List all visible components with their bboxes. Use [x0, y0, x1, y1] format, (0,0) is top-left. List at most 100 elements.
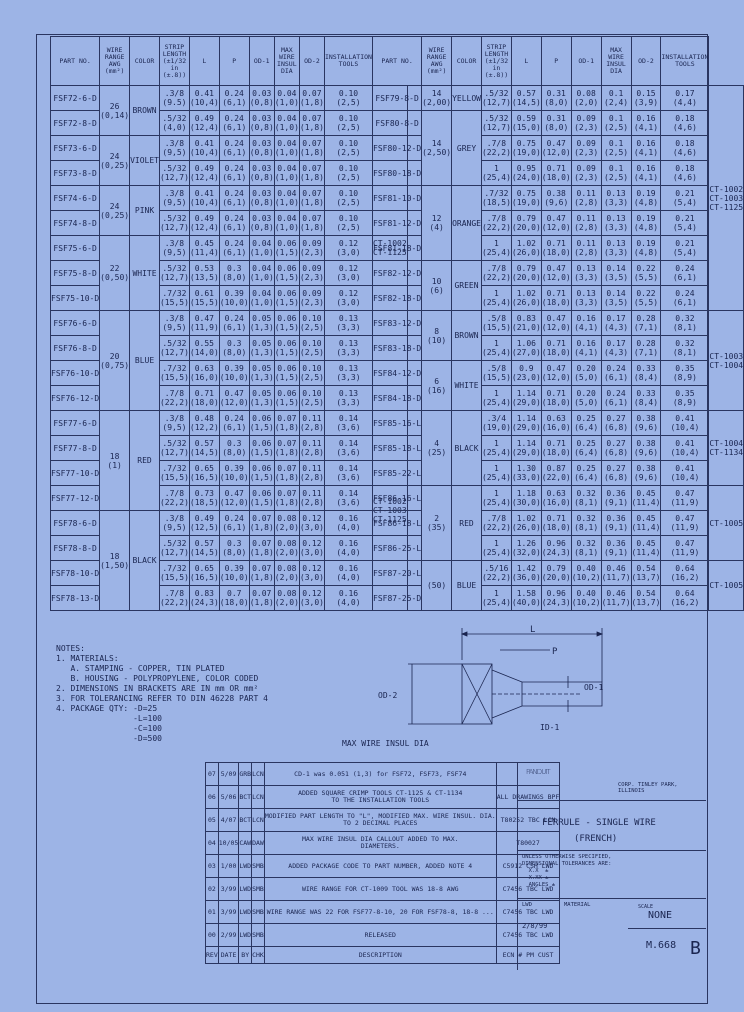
- part-number: FSF83-12-D: [371, 310, 423, 336]
- value-cell: 0.13(3,3): [600, 185, 632, 211]
- value-cell: 0.27(6,8): [600, 435, 632, 461]
- value-cell: 0.65(16,5): [188, 460, 220, 486]
- wire-range: 14(2,50): [421, 110, 453, 186]
- value-cell: 0.41(10,4): [660, 460, 710, 486]
- part-number: FSF73-6-D: [49, 135, 101, 161]
- value-cell: 0.21(5,4): [660, 185, 710, 211]
- value-cell: 0.10(2,5): [323, 210, 373, 236]
- scale-value: NONE: [648, 910, 673, 921]
- drawn-by: LWD: [522, 902, 532, 908]
- value-cell: 0.10(2,5): [323, 110, 373, 136]
- value-cell: 0.25(6,4): [570, 435, 602, 461]
- table-header: STRIP LENGTH (±1/32 in (±.8)): [158, 36, 190, 86]
- table-header: MAX WIRE INSUL DIA: [273, 36, 300, 86]
- part-number: FSF85-18-L: [371, 435, 423, 461]
- value-cell: 0.41(10,4): [660, 410, 710, 436]
- revision-cell: T80252 TBC LCN: [495, 808, 561, 832]
- value-cell: 0.79(20,0): [510, 260, 542, 286]
- value-cell: 0.64(16,2): [660, 560, 710, 586]
- value-cell: 0.13(3,3): [323, 360, 373, 386]
- value-cell: 0.24(6,1): [660, 260, 710, 286]
- value-cell: 0.10(2,5): [323, 85, 373, 111]
- value-cell: 0.49(12,4): [188, 110, 220, 136]
- value-cell: 0.07(1,8): [298, 210, 325, 236]
- installation-tools: CT-1005: [708, 560, 744, 611]
- value-cell: 0.17(4,4): [660, 85, 710, 111]
- table-row: FSF77-8-D.5/32(12,7)0.57(14,5)0.3(8,0)0.…: [49, 435, 408, 461]
- value-cell: 0.09(2,3): [298, 235, 325, 261]
- value-cell: 0.71(18,0): [540, 435, 572, 461]
- wire-range: 24(0,25): [99, 135, 131, 186]
- value-cell: .7/8(22,2): [480, 135, 512, 161]
- revision-cell: SMB: [251, 900, 265, 924]
- value-cell: .3/8(9,5): [158, 410, 190, 436]
- part-number: FSF84-18-D: [371, 385, 423, 411]
- value-cell: 0.47(12,0): [540, 360, 572, 386]
- value-cell: 0.10(2,5): [298, 385, 325, 411]
- value-cell: 0.45(11,4): [188, 235, 220, 261]
- value-cell: 0.57(14,5): [510, 85, 542, 111]
- value-cell: 0.24(6,1): [218, 310, 250, 336]
- value-cell: 0.41(10,4): [188, 135, 220, 161]
- note-line: 2. DIMENSIONS IN BRACKETS ARE IN mm OR m…: [56, 684, 259, 693]
- revision-cell: LWD: [238, 877, 253, 901]
- value-cell: 0.24(6,1): [218, 210, 250, 236]
- value-cell: 0.06(1,5): [273, 285, 300, 311]
- value-cell: 0.07(1,8): [298, 185, 325, 211]
- value-cell: 0.03(0,8): [248, 160, 275, 186]
- value-cell: .3/8(9,5): [158, 135, 190, 161]
- value-cell: 0.57(14,5): [188, 535, 220, 561]
- value-cell: .7/32(15,5): [158, 560, 190, 586]
- part-number: FSF76-12-D: [49, 385, 101, 411]
- color-cell: BROWN: [451, 310, 482, 361]
- table-header: WIRE RANGE AWG (mm²): [421, 36, 453, 86]
- value-cell: 0.17(4,3): [600, 335, 632, 361]
- revision-cell: 02: [205, 877, 219, 901]
- revision-cell: SMB: [251, 923, 265, 947]
- value-cell: 0.21(5,4): [660, 210, 710, 236]
- color-cell: BLACK: [451, 410, 482, 486]
- color-cell: VIOLET: [129, 135, 160, 186]
- value-cell: 1.14(29,0): [510, 385, 542, 411]
- value-cell: 0.24(6,1): [218, 135, 250, 161]
- value-cell: 0.03(0,8): [248, 135, 275, 161]
- value-cell: 0.07(1,8): [298, 85, 325, 111]
- revision-cell: C5912 CSH LWD: [495, 854, 561, 878]
- value-cell: 1(25,4): [480, 535, 512, 561]
- table-row: FSF74-8-D.5/32(12,7)0.49(12,4)0.24(6,1)0…: [49, 210, 408, 236]
- part-number: FSF80-12-D: [371, 135, 423, 161]
- value-cell: 0.31(8,0): [540, 110, 572, 136]
- value-cell: 1(25,4): [480, 160, 512, 186]
- revision-cell: WIRE RANGE WAS 22 FOR FSF77-8-10, 20 FOR…: [263, 900, 497, 924]
- part-number: FSF76-8-D: [49, 335, 101, 361]
- value-cell: 0.36(9,1): [600, 485, 632, 511]
- value-cell: 0.12(3,0): [298, 535, 325, 561]
- table-header: COLOR: [129, 36, 160, 86]
- table-row: FSF75-8-D.5/32(12,7)0.53(13,5)0.3(8,0)0.…: [49, 260, 408, 286]
- value-cell: 1.18(30,0): [510, 485, 542, 511]
- value-cell: 0.49(12,4): [188, 210, 220, 236]
- table-header: OD-1: [248, 36, 275, 86]
- value-cell: 0.07(1,8): [248, 585, 275, 611]
- value-cell: .7/32(15,5): [158, 285, 190, 311]
- revision-cell: SMB: [251, 877, 265, 901]
- value-cell: 0.75(19,0): [510, 135, 542, 161]
- value-cell: 0.18(4,6): [660, 135, 710, 161]
- color-cell: RED: [129, 410, 160, 511]
- value-cell: 0.09(2,3): [298, 260, 325, 286]
- color-cell: WHITE: [129, 235, 160, 311]
- value-cell: 0.09(2,3): [298, 285, 325, 311]
- table-header: WIRE RANGE AWG (mm²): [99, 36, 131, 86]
- revision-cell: CHK: [251, 946, 265, 964]
- value-cell: 0.07(1,8): [248, 510, 275, 536]
- revision-cell: MAX WIRE INSUL DIA CALLOUT ADDED TO MAX.…: [263, 831, 497, 855]
- value-cell: 1.42(36,0): [510, 560, 542, 586]
- value-cell: 0.55(14,0): [188, 335, 220, 361]
- note-line: B. HOUSING - POLYPROPYLENE, COLOR CODED: [56, 674, 259, 683]
- value-cell: 0.16(4,0): [323, 510, 373, 536]
- value-cell: 0.47(11,9): [660, 485, 710, 511]
